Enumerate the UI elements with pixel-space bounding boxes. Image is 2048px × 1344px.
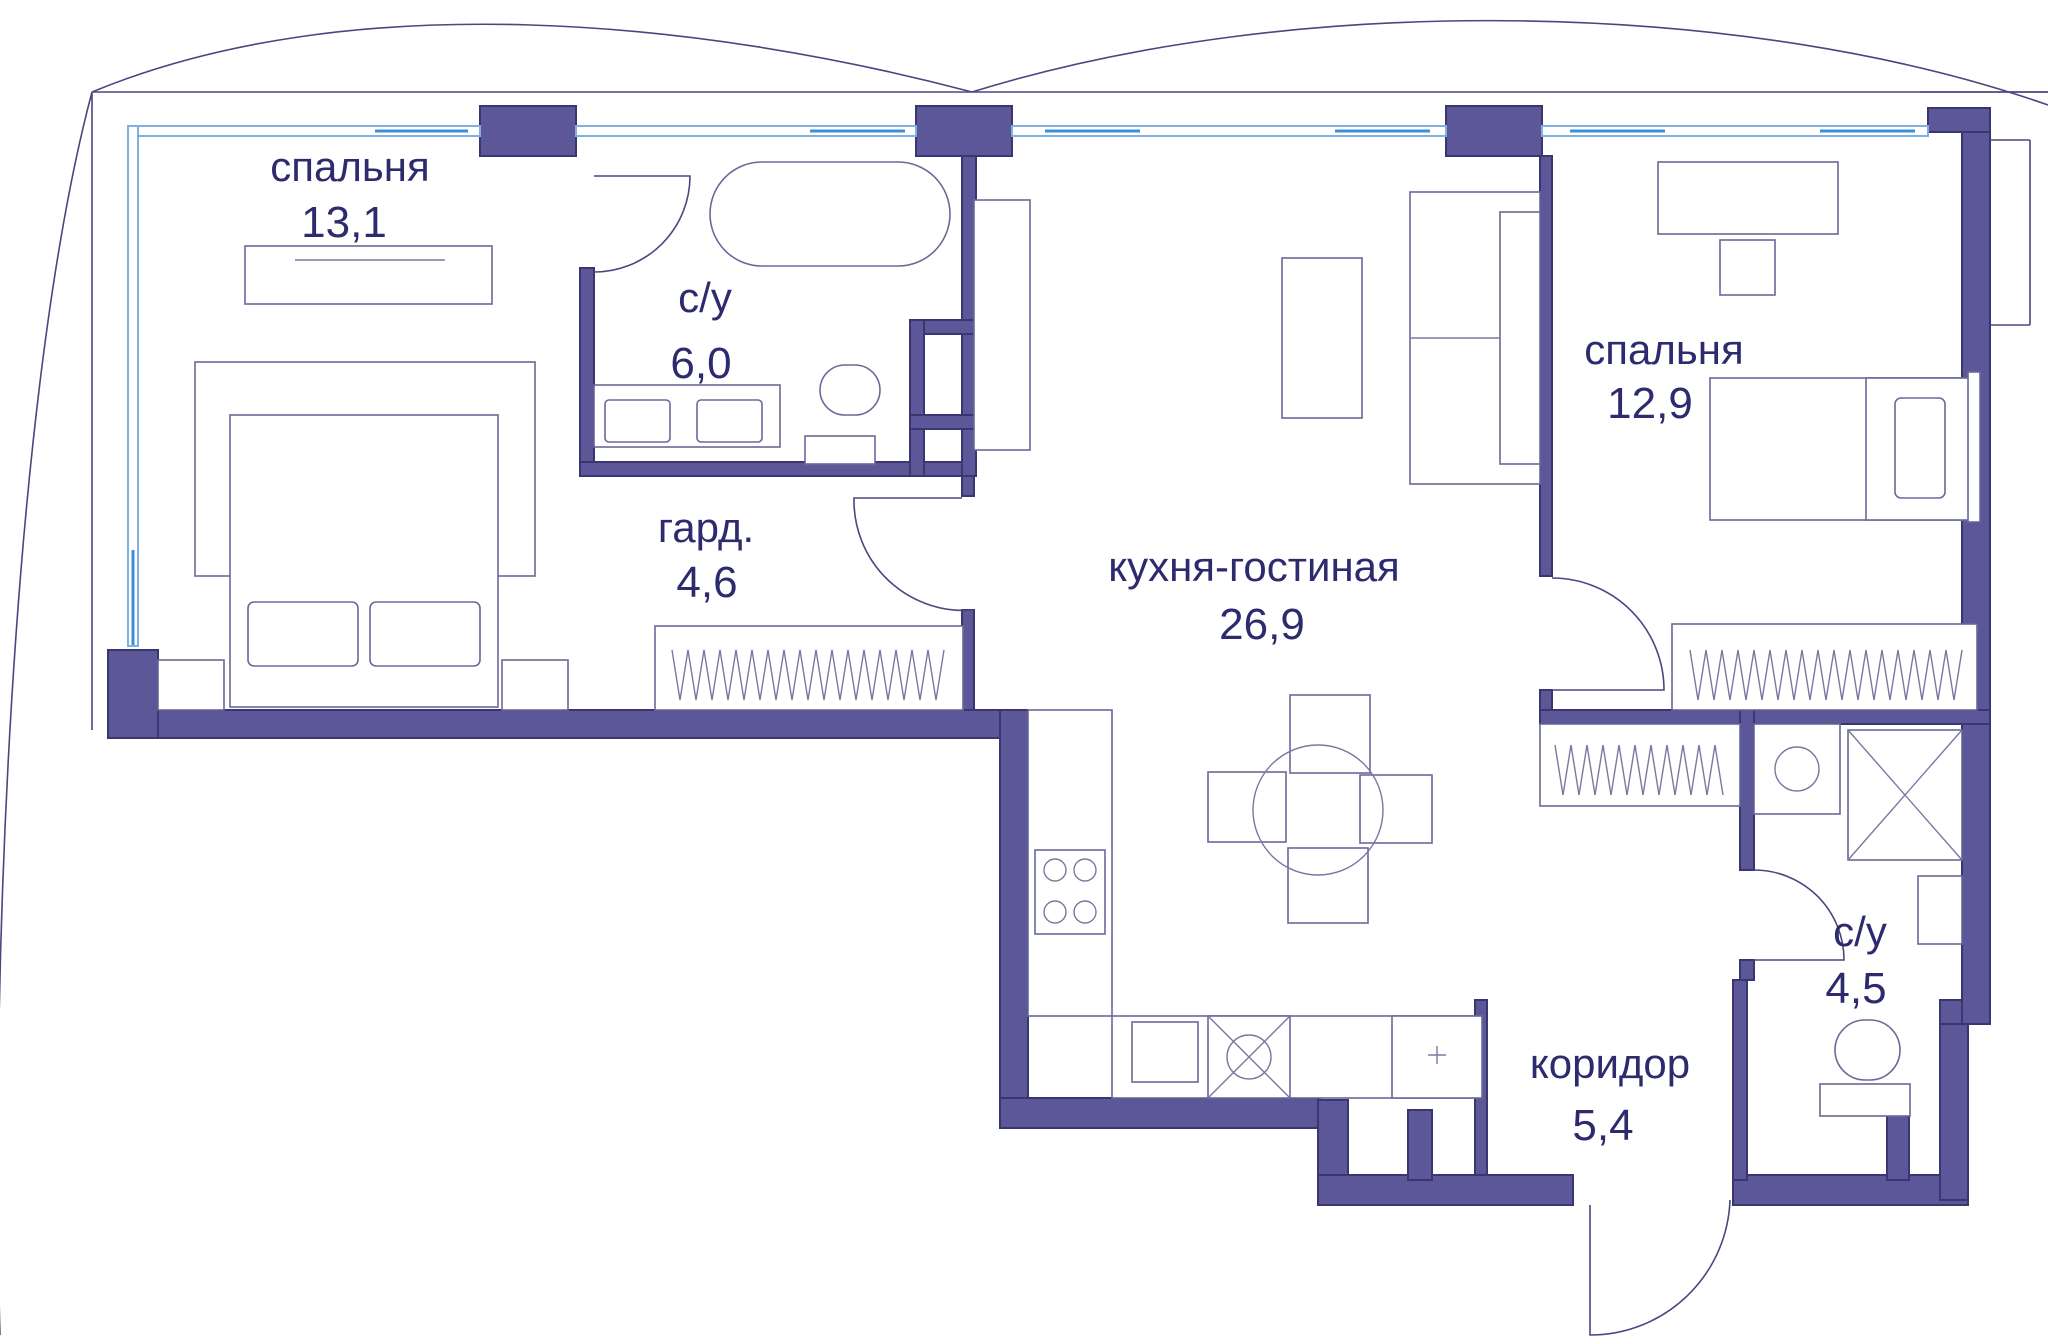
room-labels: спальня 13,1 с/у 6,0 гард. 4,6 кухня-гос… — [270, 143, 1887, 1150]
room-name-wardrobe: гард. — [658, 504, 754, 551]
bath-furniture — [593, 161, 1031, 465]
room-name-bath-2: с/у — [1833, 908, 1887, 955]
walls — [107, 105, 1991, 1206]
room-area-bedroom-1: 13,1 — [301, 198, 387, 247]
room-name-corridor: коридор — [1530, 1040, 1690, 1087]
terrace-outline — [0, 19, 2048, 1335]
living-furniture — [1027, 191, 1541, 1099]
room-area-kitchen-living: 26,9 — [1219, 600, 1305, 649]
windows — [127, 125, 2031, 647]
room-name-bedroom-1: спальня — [270, 143, 429, 190]
room-area-bath-1: 6,0 — [670, 339, 731, 388]
room-name-bedroom-2: спальня — [1584, 326, 1743, 373]
room-area-bath-2: 4,5 — [1825, 964, 1886, 1013]
wardrobes — [654, 623, 1978, 807]
room-name-bath-1: с/у — [678, 274, 732, 321]
bedroom-right-furniture — [1657, 161, 1981, 523]
room-area-corridor: 5,4 — [1572, 1101, 1633, 1150]
bath-small-furniture — [1753, 723, 1963, 1117]
room-name-kitchen-living: кухня-гостиная — [1108, 543, 1400, 590]
doors — [593, 175, 1845, 1336]
room-area-wardrobe: 4,6 — [676, 558, 737, 607]
bedroom-left-furniture — [157, 245, 569, 711]
room-area-bedroom-2: 12,9 — [1607, 379, 1693, 428]
